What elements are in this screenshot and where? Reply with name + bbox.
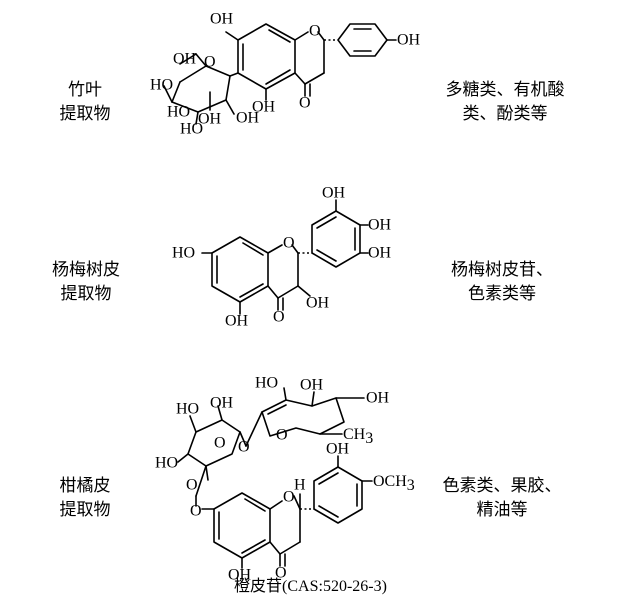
s1-o-glc: O [204, 54, 216, 71]
s3-o-glc-link: O [186, 477, 198, 494]
s3-o-keto: O [275, 565, 287, 582]
s1-oh-4p: OH [397, 32, 421, 49]
s3-oh-glc2: OH [210, 395, 234, 412]
s1-oh-glc3: OH [198, 111, 222, 128]
s1-oh-ch2: OH [173, 51, 197, 68]
row3-others-label: 色素类、果胶、 精油等 [442, 476, 562, 520]
s2-o-keto: O [273, 309, 285, 326]
row1-others-label: 多糖类、有机酸 类、酚类等 [445, 80, 565, 124]
s2-oh-3: OH [306, 295, 330, 312]
s2-oh-3p: OH [322, 185, 346, 202]
s3-o-aglycone: O [190, 503, 202, 520]
s1-ho-glc2: HO [167, 104, 190, 121]
structure-caption: 橙皮苷(CAS:520-26-3) [234, 578, 387, 595]
row2-source-label: 杨梅树皮 提取物 [52, 260, 120, 304]
structure-1: OH O OH OH O OH O HO HO OH OH HO [150, 11, 421, 138]
s2-ho-7: HO [172, 245, 195, 262]
s3-ho-rha1: HO [255, 375, 278, 392]
s3-ho-glc1: HO [176, 401, 199, 418]
s3-o-rha: O [276, 427, 288, 444]
row2-others-label: 杨梅树皮苷、 色素类等 [451, 260, 553, 304]
s3-o-link: O [238, 439, 250, 456]
s2-oh-5p: OH [368, 245, 392, 262]
s1-ho-glc1: HO [150, 77, 173, 94]
s1-oh-glc4: OH [236, 110, 260, 127]
s3-h-c2: H [294, 477, 306, 494]
s3-o-glc: O [214, 435, 226, 452]
s3-och3: OCH3 [373, 473, 415, 494]
s1-oh-5: OH [252, 99, 276, 116]
s2-oh-4p: OH [368, 217, 392, 234]
s1-o-keto: O [299, 95, 311, 112]
structure-2: OH OH OH HO O OH O OH [172, 185, 392, 330]
row1-source-label: 竹叶 提取物 [59, 80, 111, 124]
structure-3: HO OH OH O CH3 HO OH O HO O O O O H OH O… [155, 375, 415, 584]
s3-oh-3p: OH [326, 441, 350, 458]
s2-o-ring: O [283, 235, 295, 252]
s1-oh-7: OH [210, 11, 234, 28]
s3-oh-rha3: OH [366, 390, 390, 407]
s3-oh-5: OH [228, 567, 252, 584]
s3-ho-glc3: HO [155, 455, 178, 472]
s3-oh-rha2: OH [300, 377, 324, 394]
s1-o-ring: O [309, 23, 321, 40]
s3-o-ring: O [283, 489, 295, 506]
row3-source-label: 柑橘皮 提取物 [59, 476, 111, 520]
s3-ch3-rha: CH3 [343, 426, 373, 447]
s1-ho-glc5: HO [180, 121, 203, 138]
s2-oh-5: OH [225, 313, 249, 330]
